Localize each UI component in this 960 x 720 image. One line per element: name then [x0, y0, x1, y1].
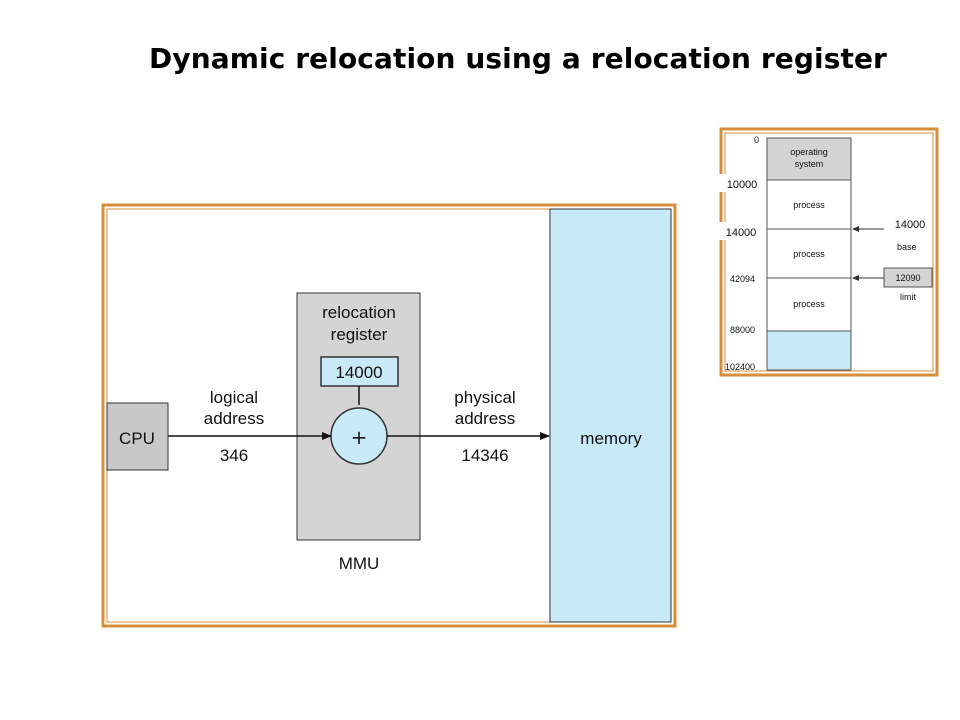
process-segment-label: process [793, 249, 825, 259]
limit-register-value: 12090 [895, 273, 920, 283]
logical-label-line1: logical [210, 388, 258, 407]
mmu-diagram: memory CPU relocation register 14000 + M… [101, 203, 677, 628]
address-label: 0 [754, 135, 759, 145]
address-label: 42094 [730, 274, 755, 284]
cpu-box [106, 402, 169, 471]
address-overlay-label: 10000 [727, 179, 758, 191]
limit-register-label: limit [900, 292, 916, 302]
base-register-value: 14000 [895, 219, 926, 231]
memory-map: operating system process process process… [719, 127, 939, 377]
relocation-register-value: 14000 [335, 363, 382, 382]
memory-label: memory [580, 429, 642, 448]
address-label: 102400 [725, 362, 755, 372]
process-segment-label: process [793, 200, 825, 210]
memory-block [549, 208, 672, 623]
base-register-label: base [897, 242, 917, 252]
cpu-label: CPU [119, 429, 155, 448]
os-segment-label-line1: operating [790, 147, 828, 157]
address-overlay-box [719, 174, 766, 192]
address-label: 88000 [730, 325, 755, 335]
adder-symbol: + [351, 425, 368, 449]
free-memory-segment [766, 330, 852, 371]
physical-label-line1: physical [454, 388, 515, 407]
logical-address-value: 346 [220, 446, 248, 465]
address-overlay-label: 14000 [726, 227, 757, 239]
process-segment-label: process [793, 299, 825, 309]
logical-label-line2: address [204, 409, 264, 428]
physical-address-value: 14346 [461, 446, 508, 465]
slide-title: Dynamic relocation using a relocation re… [149, 42, 887, 75]
os-segment [766, 137, 852, 181]
register-label-line1: relocation [322, 303, 396, 322]
mmu-label: MMU [339, 554, 380, 573]
address-overlay-box [719, 222, 766, 240]
register-label-line2: register [331, 325, 388, 344]
os-segment-label-line2: system [795, 159, 824, 169]
physical-label-line2: address [455, 409, 515, 428]
